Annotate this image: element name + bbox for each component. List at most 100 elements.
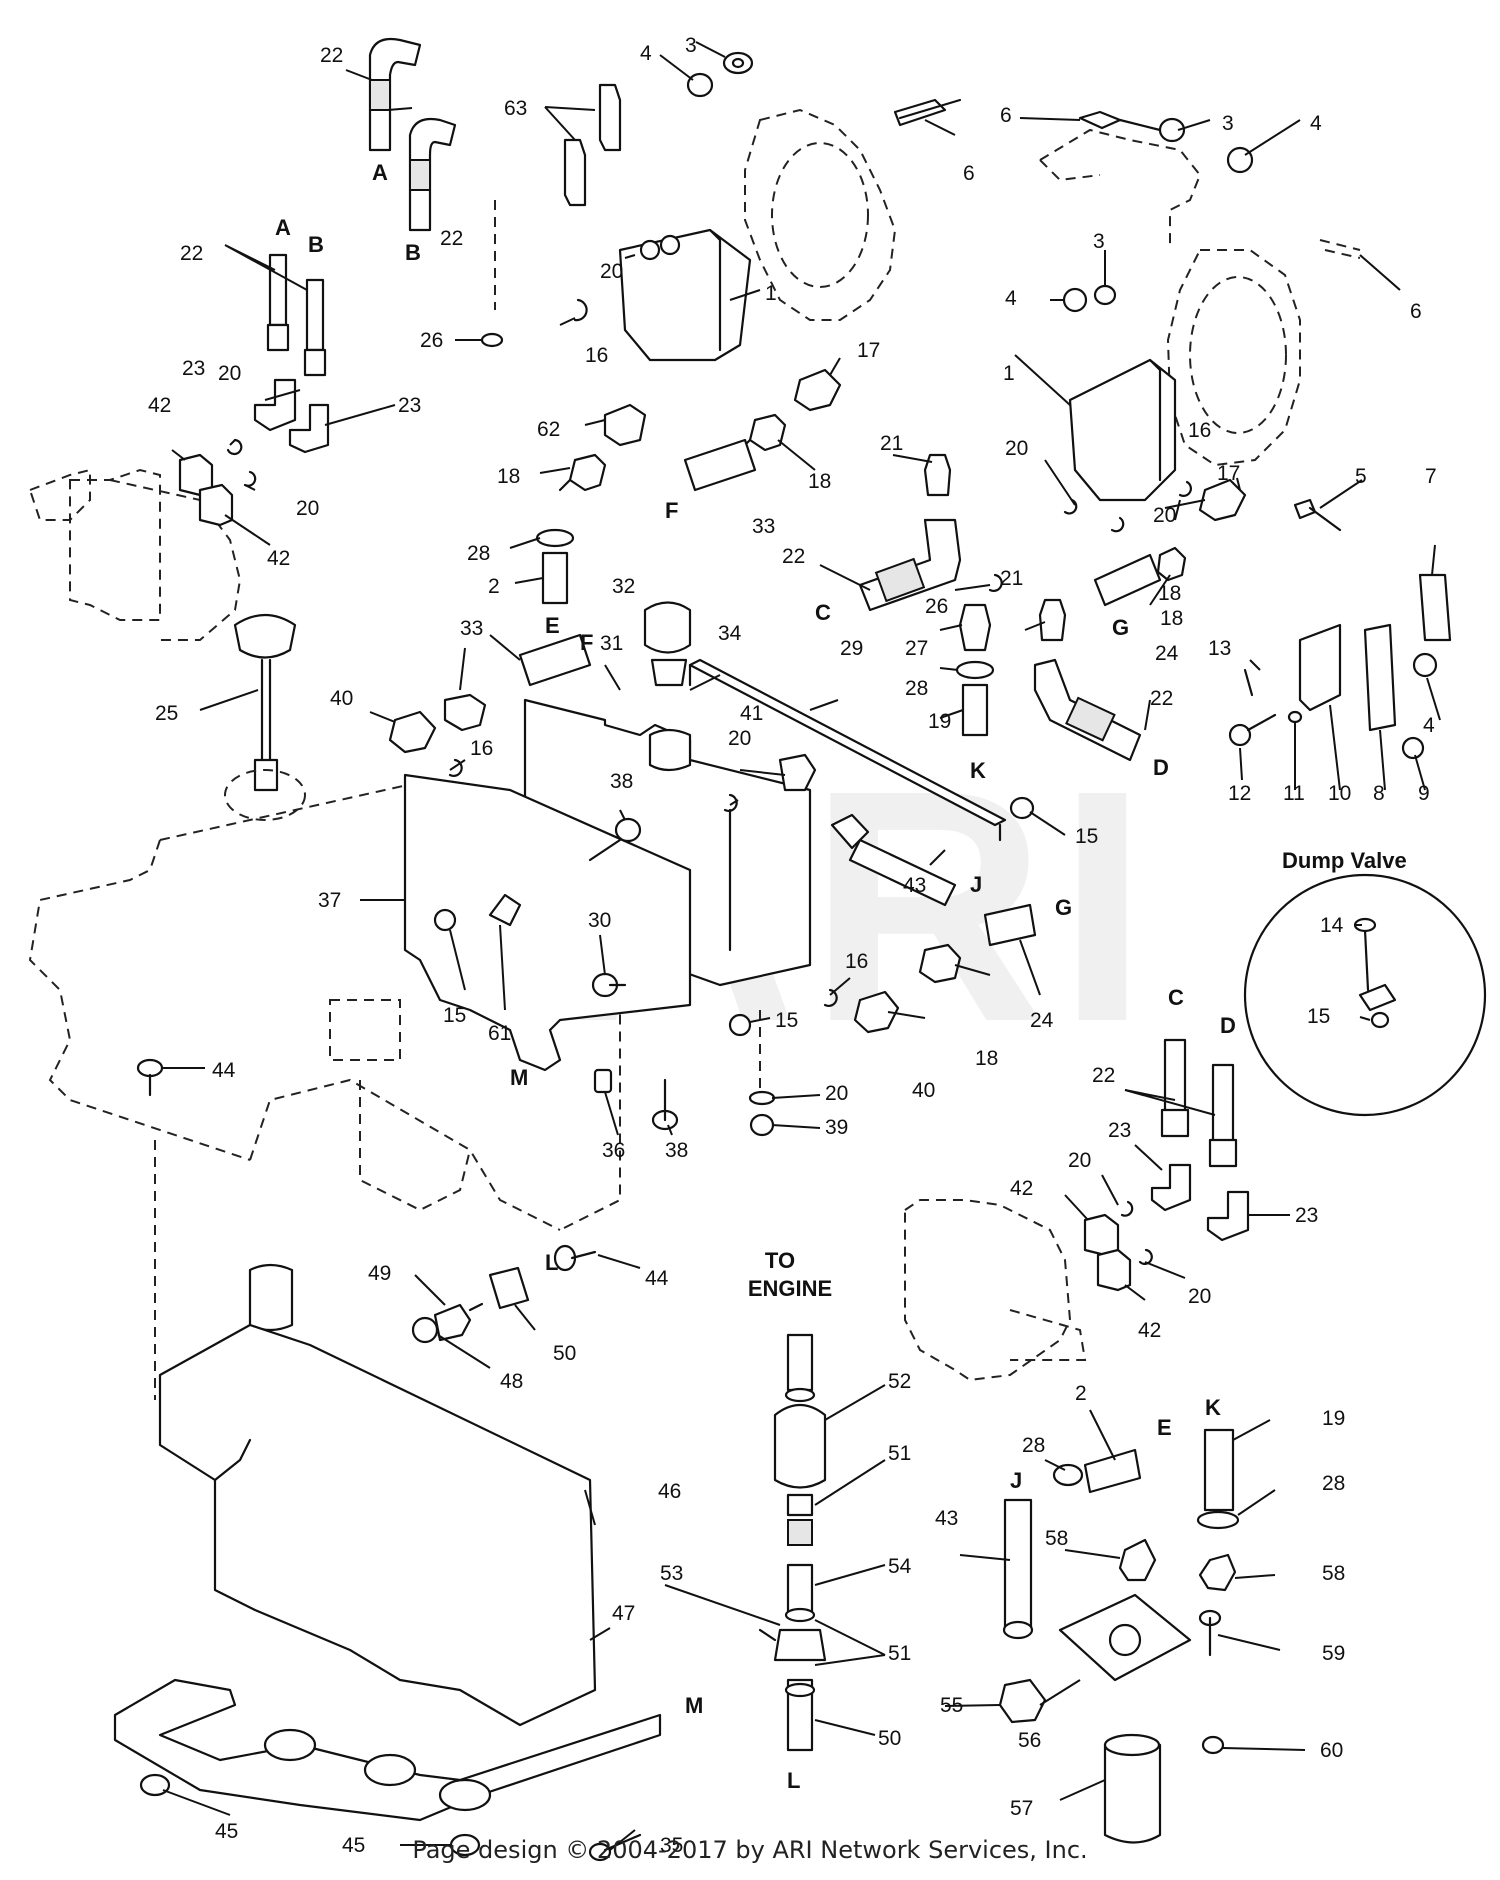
callout-label: 52: [888, 1370, 911, 1393]
connection-letter: D: [1153, 755, 1169, 780]
plug-60: [1201, 1735, 1225, 1755]
hose-43-lower: [1002, 1498, 1034, 1640]
fitting-43-end: [830, 813, 870, 850]
to-engine-label-line1: TO: [765, 1248, 795, 1273]
callout-label: 20: [1005, 437, 1028, 460]
connection-letter: B: [405, 240, 421, 265]
callout-label: 56: [1018, 1729, 1041, 1752]
connection-letter: K: [1205, 1395, 1221, 1420]
bolt-38-lower: [651, 1078, 679, 1131]
hydraulic-pump-1-left: [618, 228, 752, 362]
callout-label: 20: [1188, 1285, 1211, 1308]
strainer-34: [650, 658, 688, 687]
callout-label: 59: [1322, 1642, 1345, 1665]
bolt-38-top: [588, 817, 642, 862]
callout-label: 5: [1355, 465, 1367, 488]
callout-label: 24: [1030, 1009, 1054, 1032]
callout-label: 61: [488, 1022, 511, 1045]
callout-label: 18: [497, 465, 520, 488]
callout-label: 26: [420, 329, 443, 352]
clamp-28-right: [1196, 1510, 1240, 1530]
connection-letter: C: [815, 600, 831, 625]
hose-22-d: [1033, 658, 1142, 762]
callout-label: 6: [1410, 300, 1422, 323]
hose-33-top: [683, 438, 757, 492]
dashed-drive-sprocket-right: [1166, 249, 1301, 467]
elbow-17-top: [793, 368, 842, 412]
o-ring-20-lower: [748, 1090, 776, 1106]
connection-letter: A: [275, 215, 291, 240]
hose-33-mid: [518, 633, 592, 687]
o-ring-20-mid-right: [1063, 498, 1125, 533]
callout-label: 21: [1000, 567, 1023, 590]
callout-label: 18: [1158, 582, 1181, 605]
connection-letter: M: [510, 1065, 528, 1090]
callout-label: 9: [1418, 782, 1430, 805]
hose-2-lower: [1083, 1448, 1142, 1494]
clamp-28-mid: [955, 660, 995, 680]
filler-cap-25: [224, 614, 306, 821]
fitting-49-48: [411, 1302, 484, 1344]
callout-label: 38: [665, 1139, 688, 1162]
hose-2-left: [541, 551, 569, 605]
callout-label: 50: [878, 1727, 901, 1750]
callout-label: 2: [1075, 1382, 1087, 1405]
nut-15-right: [1009, 796, 1035, 820]
bolt-59: [1198, 1609, 1222, 1657]
mounting-plate-37: [403, 773, 692, 1072]
callout-label: 41: [740, 702, 763, 725]
callout-label: 16: [470, 737, 493, 760]
callout-label: 19: [928, 710, 951, 733]
tray-47: [113, 1678, 662, 1822]
callout-label: 38: [610, 770, 633, 793]
callout-label: 22: [1092, 1064, 1115, 1087]
filter-head-56: [1058, 1593, 1192, 1682]
callout-label: 33: [460, 617, 483, 640]
connection-letter: E: [1157, 1415, 1172, 1440]
connection-letter: C: [1168, 985, 1184, 1010]
connection-letter: G: [1055, 895, 1072, 920]
o-ring-20-left: [226, 438, 257, 487]
callout-label: 39: [825, 1116, 848, 1139]
callout-label: 17: [857, 339, 880, 362]
bolt-44-lower: [553, 1244, 597, 1272]
hydraulic-pump-1-right: [1068, 358, 1177, 502]
callout-label: 22: [440, 227, 463, 250]
callout-label: 49: [368, 1262, 391, 1285]
hose-19-lower: [1203, 1428, 1235, 1512]
connection-letter: F: [665, 498, 678, 523]
callout-label: 2: [488, 575, 500, 598]
hose-24-right: [1093, 553, 1162, 607]
callout-label: 6: [1000, 104, 1012, 127]
callout-label: 22: [782, 545, 805, 568]
hoses-22-cd-right: [1160, 1038, 1238, 1168]
callout-label: 22: [1150, 687, 1173, 710]
to-engine-label-line2: ENGINE: [748, 1276, 832, 1301]
connection-letter: F: [580, 630, 593, 655]
o-ring-16-mid-right: [1178, 480, 1192, 497]
callout-label: 14: [1320, 914, 1344, 937]
connection-letter: M: [685, 1693, 703, 1718]
callout-label: 15: [775, 1009, 798, 1032]
callout-label: 17: [1217, 462, 1240, 485]
dashed-frame-top-right: [1039, 128, 1202, 250]
dashed-drive-sprocket-left: [744, 108, 897, 321]
elbow-40-top: [388, 710, 437, 754]
elbow-62: [603, 403, 647, 447]
callout-label: 57: [1010, 1797, 1033, 1820]
callout-label: 20: [296, 497, 319, 520]
callout-label: 4: [1310, 112, 1322, 135]
callout-label: 24: [1155, 642, 1179, 665]
fitting-21-mid: [1038, 598, 1067, 642]
callout-label: 20: [218, 362, 241, 385]
fitting-23-left: [253, 378, 330, 454]
callout-label: 13: [1208, 637, 1231, 660]
elbow-55: [998, 1678, 1047, 1724]
callout-label: 18: [808, 470, 831, 493]
callout-label: 25: [155, 702, 178, 725]
elbow-58-top: [1118, 1538, 1157, 1582]
nut-4-right: [1226, 146, 1254, 174]
connection-letter: J: [970, 872, 982, 897]
dashed-motor-right: [904, 1199, 1087, 1382]
callout-label: 28: [1322, 1472, 1345, 1495]
